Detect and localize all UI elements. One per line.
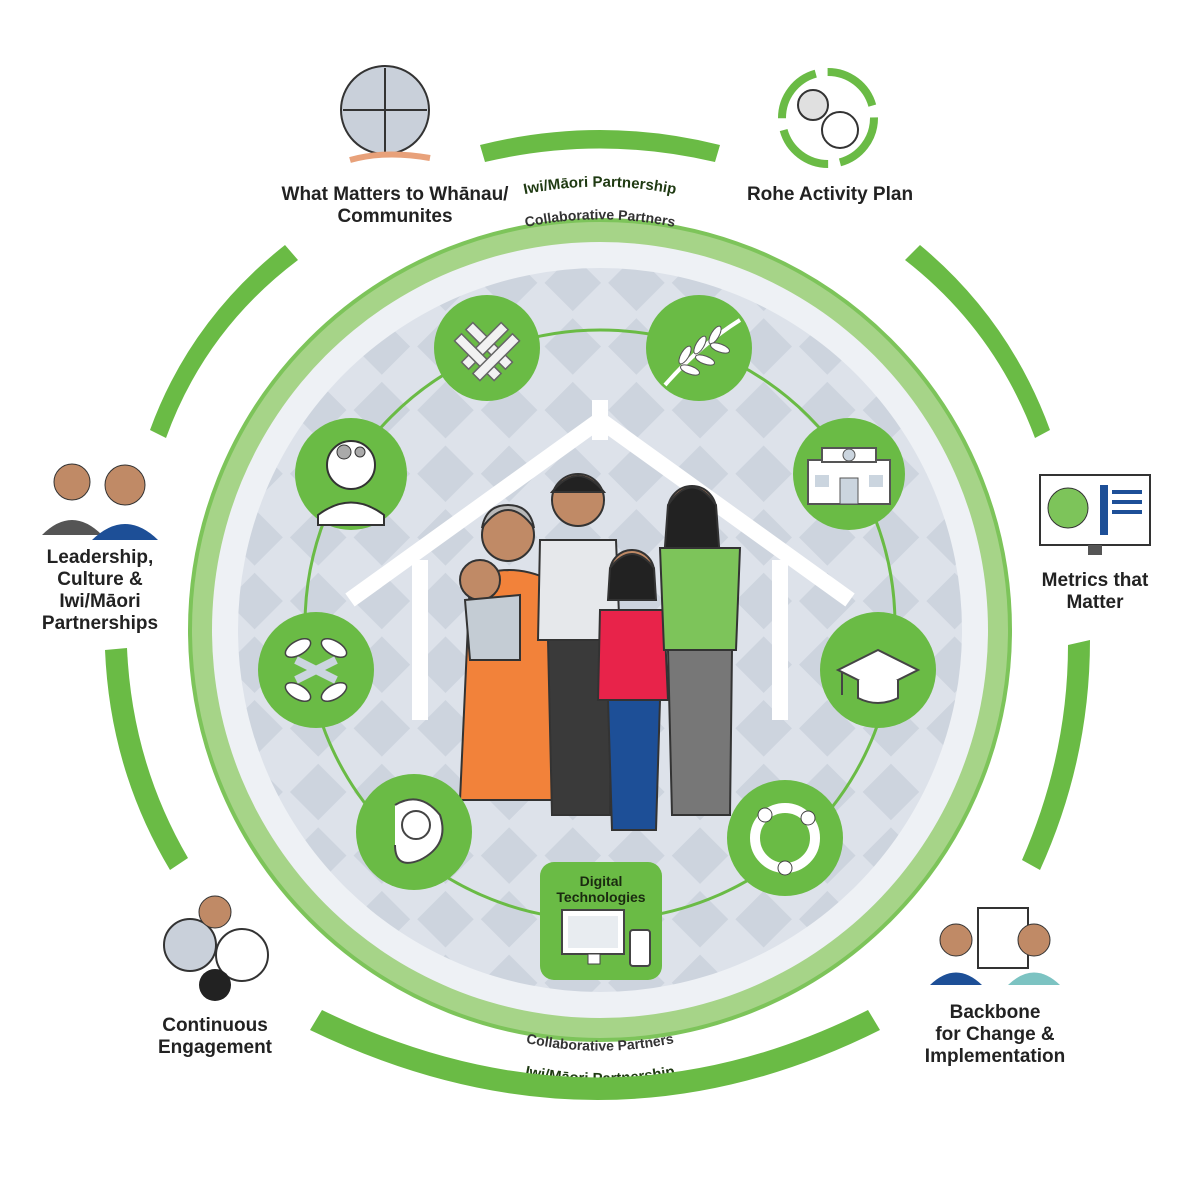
- ring-top-inner-label: Collaborative Partners: [523, 206, 677, 230]
- outer-ring-border: [188, 218, 1012, 1042]
- fern-leaf-icon: [646, 295, 752, 401]
- weave-pattern-icon: [434, 295, 540, 401]
- label-metrics-that-matter: Metrics that Matter: [1041, 570, 1149, 613]
- two-leaders-icon: [42, 463, 158, 540]
- arc-bottom: [310, 1010, 880, 1100]
- two-people-clipboard-icon: [930, 907, 1060, 985]
- puzzle-hand-icon: [340, 65, 431, 163]
- arc-top-left: [150, 245, 298, 438]
- speech-bubbles-icon: [163, 895, 269, 1001]
- label-what-matters: What Matters to Whānau/ Communites: [281, 184, 509, 227]
- community-circle-icon: [727, 780, 843, 896]
- cycle-gears-icon: [778, 68, 878, 168]
- arc-left: [105, 648, 188, 870]
- label-leadership: Leadership, Culture & Iwi/Māori Partners…: [41, 547, 159, 634]
- monitor-dashboard-icon: [1039, 474, 1151, 555]
- digital-technologies-box: Digital Technologies: [540, 862, 662, 980]
- arc-top-right: [905, 245, 1050, 438]
- school-building-icon: [793, 418, 905, 530]
- arc-top: [480, 130, 720, 162]
- arc-right: [1022, 640, 1090, 870]
- digital-label-line2: Technologies: [556, 889, 645, 905]
- house-outline: [345, 400, 855, 720]
- ring-top-outer-label: Iwi/Māori Partnership: [522, 174, 678, 199]
- person-gears-icon: [295, 418, 407, 530]
- family-illustration: [458, 473, 742, 831]
- label-continuous-engagement: Continuous Engagement: [157, 1015, 273, 1058]
- label-rohe-activity-plan: Rohe Activity Plan: [746, 184, 914, 205]
- phone-icon: [629, 929, 651, 967]
- digital-label-line1: Digital: [580, 873, 623, 889]
- label-backbone: Backbone for Change & Implementation: [924, 1002, 1066, 1067]
- graduation-cap-icon: [820, 612, 936, 728]
- leaves-icon: [258, 612, 374, 728]
- outer-cycle-arcs: [105, 130, 1090, 1100]
- mother-baby-icon: [356, 774, 472, 890]
- ring-bottom-inner-label: Collaborative Partners: [525, 1030, 675, 1054]
